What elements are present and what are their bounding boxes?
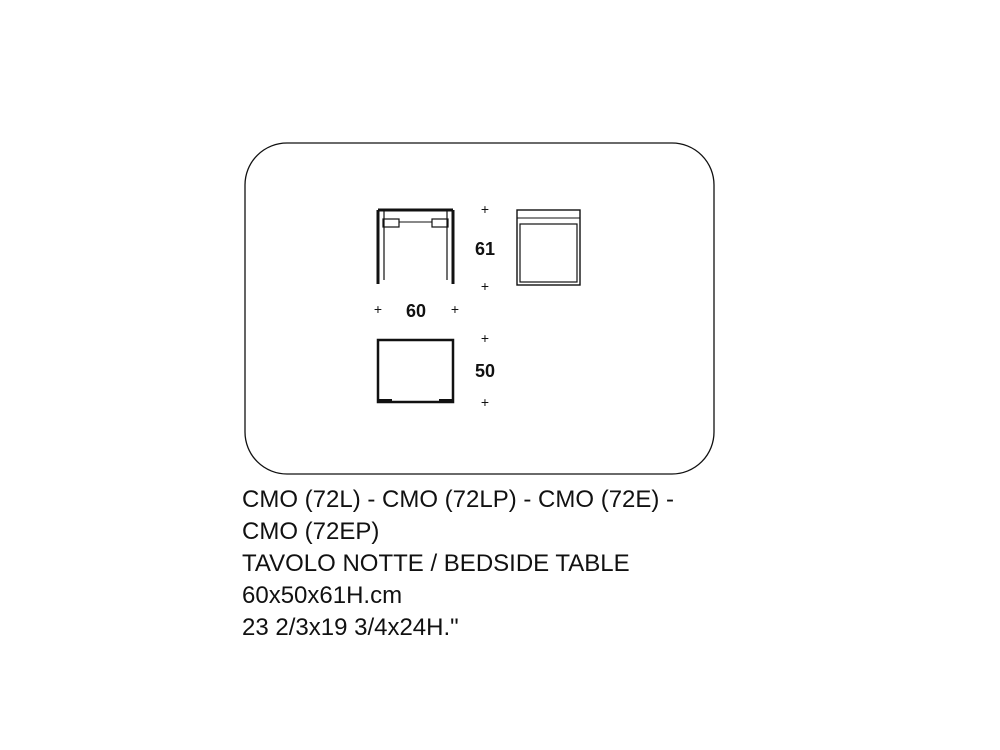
depth-dim-tick-bottom: +	[481, 394, 489, 410]
product-name: TAVOLO NOTTE / BEDSIDE TABLE	[242, 550, 630, 577]
size-inches: 23 2/3x19 3/4x24H."	[242, 614, 459, 641]
height-dimension: 61	[475, 239, 495, 259]
technical-drawing: + + + + + + 61 60 50	[244, 142, 715, 475]
side-view	[516, 209, 581, 286]
front-view	[376, 208, 455, 284]
model-codes-line-1: CMO (72L) - CMO (72LP) - CMO (72E) -	[242, 486, 675, 513]
width-dim-tick-left: +	[374, 301, 382, 317]
plan-view	[376, 338, 455, 404]
depth-dim-tick-top: +	[481, 330, 489, 346]
width-dim-tick-right: +	[451, 301, 459, 317]
product-caption: CMO (72L) - CMO (72LP) - CMO (72E) - CMO…	[242, 484, 762, 644]
model-codes-line-2: CMO (72EP)	[242, 518, 380, 545]
height-dim-tick-bottom: +	[481, 278, 489, 294]
size-centimeters: 60x50x61H.cm	[242, 582, 403, 609]
depth-dimension: 50	[475, 361, 495, 381]
drawing-frame	[244, 142, 715, 475]
height-dim-tick-top: +	[481, 201, 489, 217]
width-dimension: 60	[406, 301, 426, 321]
